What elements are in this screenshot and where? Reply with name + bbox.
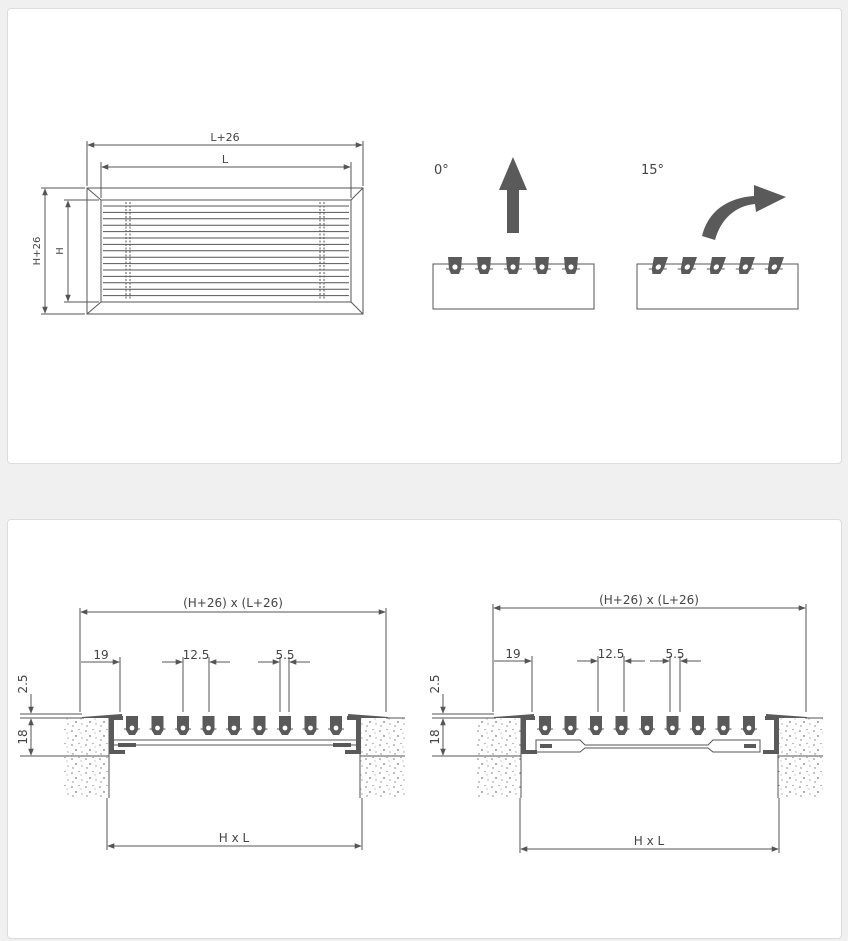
blade-profile (562, 257, 580, 274)
height-outer-label: H+26 (32, 237, 43, 266)
section-blade (537, 716, 553, 735)
section-blade (613, 716, 630, 735)
blade-profile (533, 257, 551, 274)
width-inner-label: L (222, 153, 229, 166)
blade-profile (764, 257, 784, 274)
deflection-0-diagram (432, 157, 595, 310)
width-outer-label: L+26 (210, 131, 239, 144)
section-blade (277, 716, 293, 735)
section-blade (175, 716, 191, 735)
section-right-pitch-label: 12.5 (598, 647, 625, 661)
section-right-blade-label: 5.5 (665, 647, 684, 661)
blade-profile (475, 257, 493, 274)
section-left (20, 608, 405, 850)
section-blade (302, 716, 319, 735)
blade-profile (735, 257, 755, 274)
section-blade (226, 716, 242, 735)
section-right-flange-label: 19 (505, 647, 520, 661)
section-right-depth-label: 18 (428, 729, 442, 744)
section-blade (741, 716, 757, 735)
blade-profile (706, 257, 726, 274)
section-blade (124, 716, 140, 735)
angle-15-label: 15° (641, 163, 664, 178)
deflected-airflow-arrow-icon (702, 185, 786, 240)
section-blade (715, 716, 732, 735)
grille-frame-inner (100, 199, 352, 303)
angle-0-label: 0° (434, 163, 449, 178)
height-inner-label: H (55, 247, 66, 255)
straight-airflow-arrow-icon (499, 157, 527, 233)
deflection-15-diagram (636, 185, 799, 310)
section-blade (588, 716, 604, 735)
section-blade (562, 716, 579, 735)
section-blade (200, 716, 217, 735)
section-left-depth-label: 18 (16, 729, 30, 744)
section-left-overall-label: (H+26) x (L+26) (183, 596, 283, 610)
angled-blades (648, 257, 784, 274)
section-left-lip-label: 2.5 (16, 674, 30, 693)
section-blade (690, 716, 706, 735)
section-blade (639, 716, 655, 735)
blade-profile (446, 257, 464, 274)
section-right-opening-label: H x L (634, 834, 665, 848)
blade-profile (677, 257, 697, 274)
section-blade (251, 716, 268, 735)
section-left-pitch-label: 12.5 (183, 648, 210, 662)
section-right-blades (537, 716, 757, 735)
section-blade (328, 716, 344, 735)
straight-blades (446, 257, 580, 274)
section-right-lip-label: 2.5 (428, 674, 442, 693)
section-left-opening-label: H x L (219, 831, 250, 845)
section-left-blade-label: 5.5 (275, 648, 294, 662)
blade-profile (504, 257, 522, 274)
front-view (41, 141, 364, 315)
blade-profile (648, 257, 668, 274)
section-left-blades (124, 716, 344, 735)
grille-frame-outer (86, 187, 364, 315)
section-right (432, 604, 823, 853)
section-left-flange-label: 19 (93, 648, 108, 662)
grille-blades (103, 205, 349, 297)
section-blade (664, 716, 681, 735)
section-right-overall-label: (H+26) x (L+26) (599, 593, 699, 607)
section-blade (149, 716, 166, 735)
